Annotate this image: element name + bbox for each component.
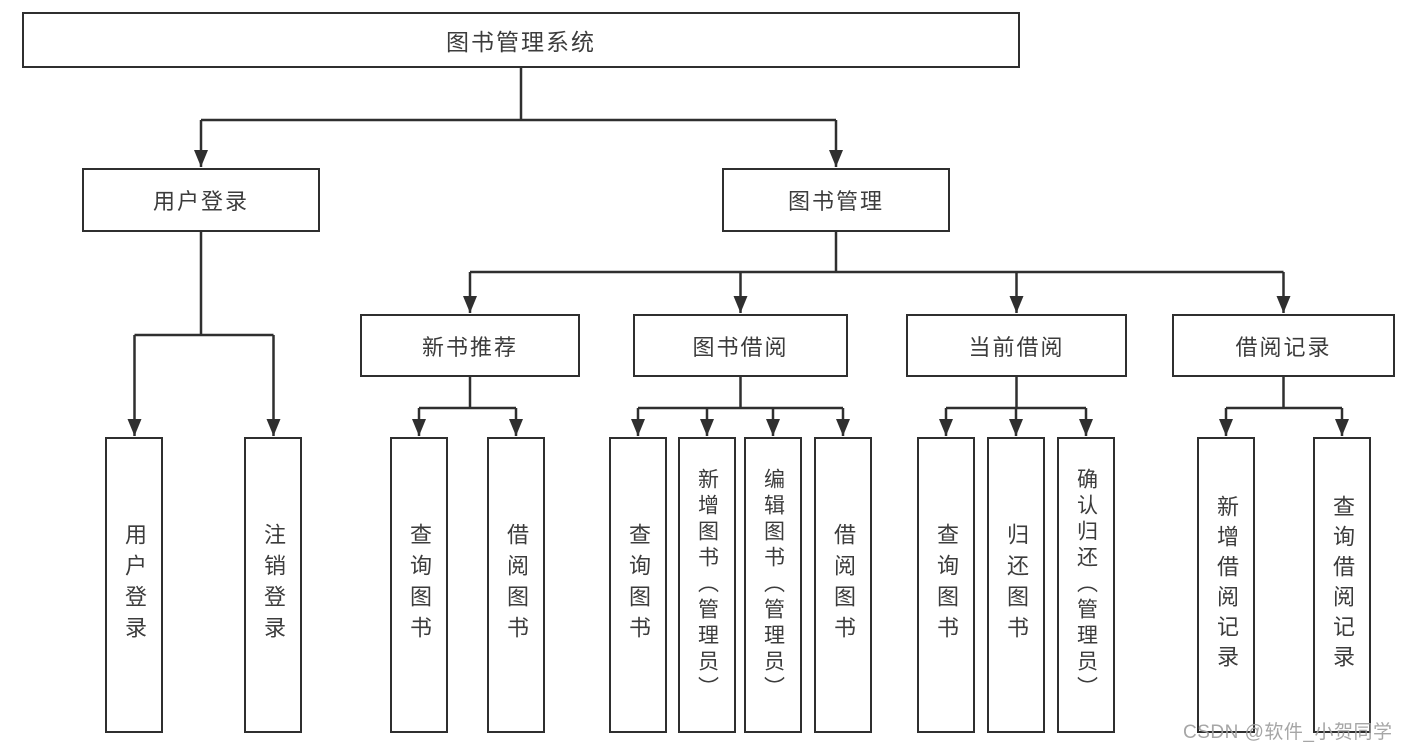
- leaf-edit-books-admin: 编辑图书（管理员）: [744, 437, 802, 733]
- node-user-login-label: 用户登录: [152, 189, 249, 214]
- leaf-add-books-admin-label: 新增图书（管理员）: [695, 468, 719, 702]
- leaf-query-books-borrowing: 查询图书: [609, 437, 667, 733]
- node-book-borrowing: 图书借阅: [633, 314, 848, 377]
- leaf-edit-books-admin-label: 编辑图书（管理员）: [761, 468, 785, 702]
- leaf-borrow-books-recommendation: 借阅图书: [487, 437, 545, 733]
- leaf-user-login-label: 用户登录: [122, 523, 147, 647]
- node-book-management-label: 图书管理: [787, 189, 884, 214]
- leaf-user-login: 用户登录: [105, 437, 163, 733]
- node-borrowing-records: 借阅记录: [1172, 314, 1395, 377]
- node-current-borrowing-label: 当前借阅: [968, 334, 1065, 360]
- leaf-add-borrow-record: 新增借阅记录: [1197, 437, 1255, 733]
- node-new-book-recommendation-label: 新书推荐: [421, 334, 518, 360]
- leaf-borrow-books-label: 借阅图书: [504, 523, 529, 647]
- leaf-logout: 注销登录: [244, 437, 302, 733]
- leaf-borrow-books-label: 借阅图书: [831, 523, 856, 647]
- leaf-query-books-label: 查询图书: [934, 523, 959, 647]
- leaf-add-borrow-record-label: 新增借阅记录: [1214, 495, 1239, 675]
- leaf-logout-label: 注销登录: [261, 523, 286, 647]
- leaf-confirm-return-admin-label: 确认归还（管理员）: [1074, 468, 1098, 702]
- node-borrowing-records-label: 借阅记录: [1235, 334, 1332, 360]
- leaf-add-books-admin: 新增图书（管理员）: [678, 437, 736, 733]
- leaf-return-books-label: 归还图书: [1004, 523, 1029, 647]
- node-root-system: 图书管理系统: [22, 12, 1020, 68]
- node-user-login-branch: 用户登录: [82, 168, 320, 232]
- leaf-query-borrow-record: 查询借阅记录: [1313, 437, 1371, 733]
- node-book-borrowing-label: 图书借阅: [692, 334, 789, 360]
- node-new-book-recommendation: 新书推荐: [360, 314, 580, 377]
- leaf-query-books-label: 查询图书: [407, 523, 432, 647]
- leaf-query-books-label: 查询图书: [626, 523, 651, 647]
- leaf-query-books-current: 查询图书: [917, 437, 975, 733]
- leaf-query-books-recommendation: 查询图书: [390, 437, 448, 733]
- csdn-watermark: CSDN @软件_小贺同学: [1183, 722, 1393, 743]
- leaf-confirm-return-admin: 确认归还（管理员）: [1057, 437, 1115, 733]
- node-current-borrowing: 当前借阅: [906, 314, 1127, 377]
- leaf-borrow-books: 借阅图书: [814, 437, 872, 733]
- node-root-label: 图书管理系统: [446, 29, 596, 55]
- leaf-return-books: 归还图书: [987, 437, 1045, 733]
- leaf-query-borrow-record-label: 查询借阅记录: [1330, 495, 1355, 675]
- node-book-management-branch: 图书管理: [722, 168, 950, 232]
